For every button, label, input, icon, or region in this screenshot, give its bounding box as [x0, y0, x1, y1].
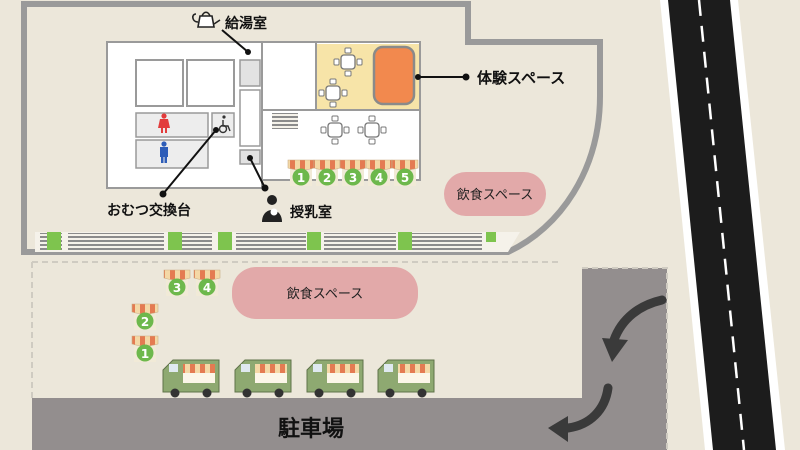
inshoku-label-1: 飲食スペース	[457, 187, 533, 203]
junyu-label: 授乳室	[290, 204, 332, 221]
dining-space-pill	[232, 267, 418, 319]
entrance-strip	[35, 232, 520, 252]
kettle-icon	[192, 11, 221, 28]
stall-5: 5	[391, 159, 419, 186]
food-trucks	[162, 359, 435, 398]
stall-1: 1	[131, 335, 159, 362]
food-truck	[377, 359, 435, 398]
indoor-stalls: 1 2 3 4 5	[287, 159, 419, 186]
stall-number: 3	[349, 171, 357, 185]
stall-4: 4	[365, 159, 393, 186]
stall-1: 1	[287, 159, 315, 186]
stall-number: 3	[173, 281, 181, 295]
stall-number: 4	[375, 171, 383, 185]
omutsu-label: おむつ交換台	[107, 202, 191, 219]
stall-number: 4	[203, 281, 211, 295]
toilet-male-icon	[160, 141, 168, 163]
inshoku-label-2: 飲食スペース	[287, 286, 363, 302]
parking-label: 駐車場	[278, 416, 344, 442]
stall-3: 3	[339, 159, 367, 186]
road	[660, 0, 785, 450]
stall-2: 2	[313, 159, 341, 186]
stall-number: 5	[401, 171, 409, 185]
stall-number: 1	[141, 347, 149, 361]
taiken-label: 体験スペース	[477, 69, 565, 87]
curved-arrow-icon	[548, 383, 613, 442]
dining-space-pill	[444, 172, 546, 216]
stall-number: 2	[141, 315, 149, 329]
stall-3: 3	[163, 269, 191, 296]
restroom-block	[106, 41, 263, 189]
nursing-mother-icon	[262, 195, 282, 222]
food-truck	[162, 359, 220, 398]
food-truck	[234, 359, 292, 398]
stall-number: 2	[323, 171, 331, 185]
stall-2: 2	[131, 303, 159, 330]
wheelchair-icon	[218, 115, 231, 134]
parking-area	[32, 268, 667, 450]
curved-arrow-icon	[602, 295, 667, 362]
outdoor-stalls: 1 2 3 4	[131, 269, 221, 362]
stall-number: 1	[297, 171, 305, 185]
toilet-female-icon	[158, 113, 170, 133]
kyuto-label: 給湯室	[225, 15, 267, 32]
stall-4: 4	[193, 269, 221, 296]
food-truck	[306, 359, 364, 398]
